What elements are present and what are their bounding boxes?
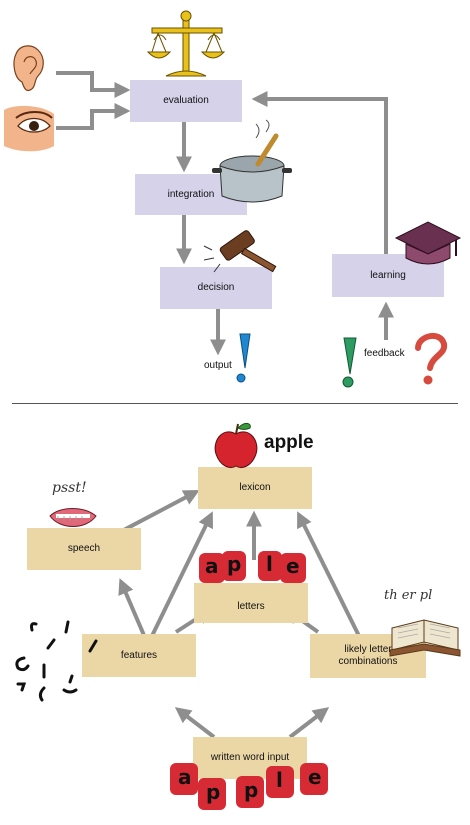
arrow-written-to-likely xyxy=(288,707,330,739)
puzzle-letter: p xyxy=(227,552,242,576)
ther-text: th er pl xyxy=(384,588,433,603)
arrow-written-to-features xyxy=(174,707,216,739)
puzzle-letter: l xyxy=(276,768,283,792)
apple-word-label: apple xyxy=(264,432,314,453)
likely-letter-combinations-label: likely letter combinations xyxy=(338,644,398,667)
puzzle-piece-icon xyxy=(266,766,294,798)
puzzle-piece-icon xyxy=(170,763,198,795)
letters-label: letters xyxy=(237,601,265,612)
arrow-features-to-lexicon xyxy=(148,511,213,641)
puzzle-piece-icon xyxy=(236,776,264,808)
puzzle-letter: p xyxy=(244,778,259,802)
feedback-label: feedback xyxy=(364,348,405,359)
arrow-likely-to-lexicon xyxy=(297,511,364,643)
speech-box: speech xyxy=(27,528,141,570)
arrow-eye-to-evaluation xyxy=(56,103,131,130)
lexicon-label: lexicon xyxy=(239,482,271,493)
features-label: features xyxy=(120,649,158,661)
integration-label: integration xyxy=(167,188,215,200)
puzzle-piece-icon xyxy=(300,763,328,795)
output-label: output xyxy=(204,360,232,371)
puzzle-letter: l xyxy=(266,552,273,576)
puzzle-piece-icon xyxy=(199,553,225,583)
puzzle-piece-icon xyxy=(222,551,246,581)
learning-box: learning xyxy=(332,254,444,297)
section-divider xyxy=(12,403,458,404)
puzzle-letter: a xyxy=(178,765,192,789)
written-word-input-label: written word input xyxy=(210,752,290,763)
integration-box: integration xyxy=(135,174,247,215)
arrow-ear-to-evaluation xyxy=(56,71,131,98)
decision-label: decision xyxy=(197,282,235,293)
puzzle-letter: e xyxy=(308,765,322,789)
likely-letter-combinations-box: likely letter combinations xyxy=(310,634,426,678)
evaluation-box: evaluation xyxy=(130,80,242,122)
puzzle-piece-icon xyxy=(198,778,226,810)
puzzle-letter: a xyxy=(205,554,219,578)
puzzle-piece-icon xyxy=(280,553,306,583)
evaluation-label: evaluation xyxy=(163,95,209,106)
arrow-features-to-speech xyxy=(118,578,148,641)
puzzle-piece-icon xyxy=(258,551,282,581)
letters-box: letters xyxy=(194,583,308,623)
puzzle-letter: e xyxy=(286,554,300,578)
psst-text: psst! xyxy=(52,480,87,496)
learning-label: learning xyxy=(370,269,406,281)
arrow-learning-to-evaluation xyxy=(251,91,388,254)
decision-box: decision xyxy=(160,267,272,309)
lexicon-box: lexicon xyxy=(198,467,312,509)
puzzle-letter: p xyxy=(206,780,221,804)
arrow-speech-to-lexicon xyxy=(119,490,200,534)
features-box: features xyxy=(82,634,196,677)
speech-label: speech xyxy=(67,543,101,554)
